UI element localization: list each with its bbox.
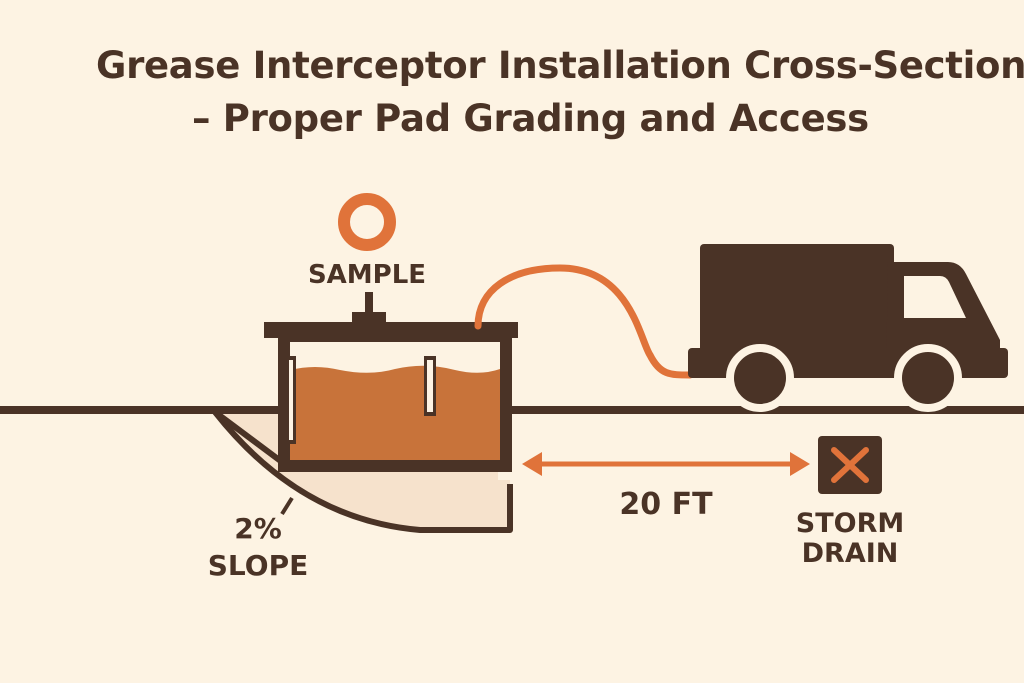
- storm-drain-label-line-2: DRAIN: [802, 538, 899, 569]
- ring-icon: [338, 193, 396, 251]
- diagram-title-line-1: Grease Interceptor Installation Cross-Se…: [96, 44, 1024, 87]
- baffle-inlet-inner: [289, 360, 293, 440]
- pump-hose: [474, 264, 694, 379]
- sample-riser: [365, 292, 373, 314]
- excavation-outline: [212, 410, 513, 533]
- x-mark-icon: [818, 436, 882, 494]
- grease-liquid: [290, 365, 500, 460]
- excavation-bevel: [213, 409, 292, 471]
- lid-cap: [352, 312, 386, 324]
- distance-label: 20 FT: [619, 487, 713, 522]
- baffle-outlet-inner: [427, 360, 433, 412]
- distance-arrow: [522, 452, 810, 476]
- slope-value-label: 2%: [234, 512, 282, 545]
- slope-word-label: SLOPE: [208, 549, 308, 582]
- tank-lid: [264, 322, 518, 338]
- slope-leader: [280, 496, 294, 516]
- pump-truck-icon: [688, 244, 1008, 412]
- diagram-title-line-2: – Proper Pad Grading and Access: [192, 97, 869, 140]
- sample-label: SAMPLE: [308, 260, 426, 290]
- storm-drain-label-line-1: STORM: [796, 508, 904, 539]
